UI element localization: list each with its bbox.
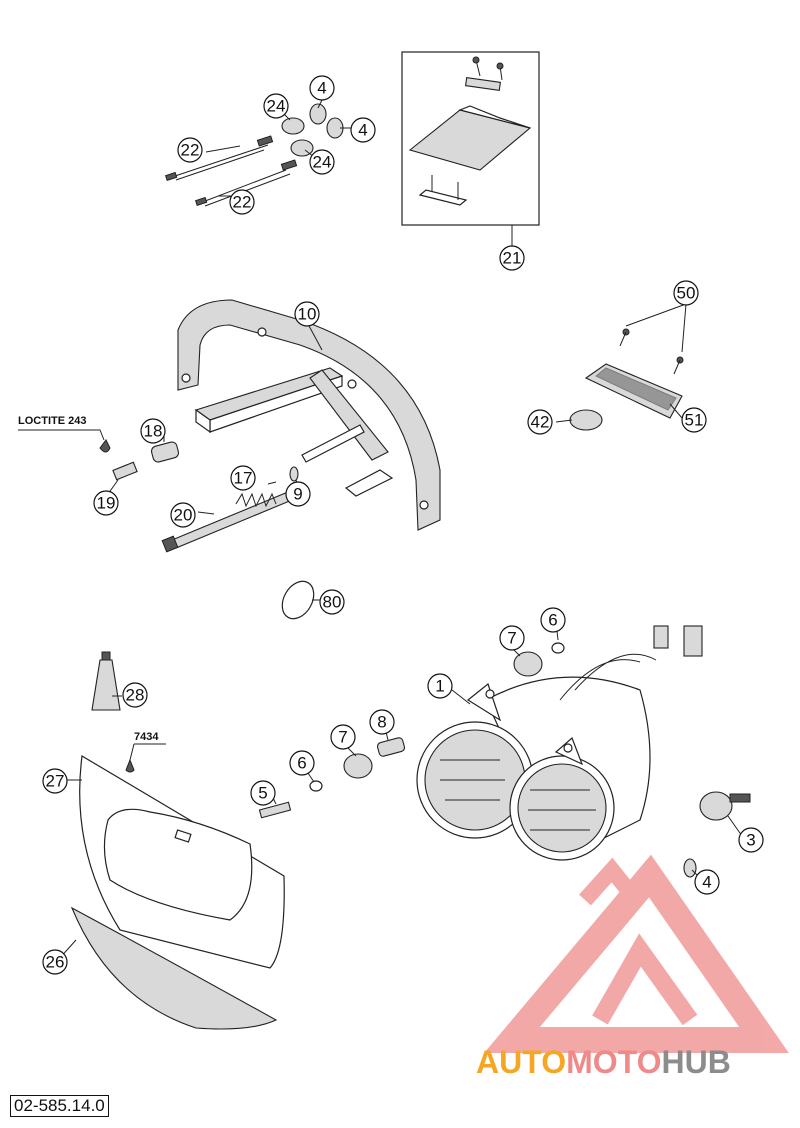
document-code: 02-585.14.0	[10, 1095, 109, 1117]
svg-text:18: 18	[144, 422, 163, 441]
svg-text:5: 5	[258, 784, 267, 803]
watermark-brand: AUTOMOTOHUB	[476, 1044, 731, 1080]
callout-22: 22	[177, 137, 203, 163]
callout-18: 18	[140, 418, 166, 444]
bulb-4a	[309, 103, 327, 125]
svg-text:6: 6	[548, 611, 557, 630]
callout-22: 22	[229, 189, 255, 215]
svg-text:7: 7	[338, 728, 347, 747]
svg-text:20: 20	[174, 506, 193, 525]
svg-text:3: 3	[746, 831, 755, 850]
svg-text:22: 22	[181, 141, 200, 160]
svg-text:8: 8	[377, 713, 386, 732]
svg-text:24: 24	[267, 97, 286, 116]
tail-light-group	[569, 303, 687, 431]
callout-24: 24	[309, 149, 335, 175]
callout-10: 10	[294, 301, 320, 327]
svg-text:19: 19	[97, 494, 116, 513]
callout-6: 6	[289, 750, 315, 776]
callout-3: 3	[738, 827, 764, 853]
svg-text:17: 17	[234, 469, 253, 488]
callout-19: 19	[93, 490, 119, 516]
callout-4: 4	[694, 869, 720, 895]
callout-1: 1	[427, 673, 453, 699]
watermark-triangle-logo	[484, 854, 789, 1053]
callout-7: 7	[330, 724, 356, 750]
headlight-bulbs	[683, 791, 751, 878]
svg-text:1: 1	[435, 677, 444, 696]
grease-tube	[91, 651, 121, 711]
callout-8: 8	[369, 709, 395, 735]
callout-27: 27	[42, 768, 68, 794]
svg-text:42: 42	[531, 413, 550, 432]
svg-text:80: 80	[323, 593, 342, 612]
callout-5: 5	[250, 780, 276, 806]
svg-text:6: 6	[297, 754, 306, 773]
callout-51: 51	[681, 407, 707, 433]
loctite-note: LOCTITE 243	[18, 415, 86, 427]
svg-text:51: 51	[685, 411, 704, 430]
callout-6: 6	[540, 607, 566, 633]
svg-text:7: 7	[507, 629, 516, 648]
callout-17: 17	[230, 465, 256, 491]
svg-text:50: 50	[677, 284, 696, 303]
bolt-spring-group	[161, 466, 299, 553]
headlight-assembly	[416, 625, 703, 861]
callout-21: 20	[170, 502, 196, 528]
svg-text:4: 4	[702, 873, 711, 892]
svg-text:10: 10	[298, 305, 317, 324]
cover-box	[401, 51, 540, 246]
hose-clamp	[281, 580, 315, 620]
callout-7: 7	[499, 625, 525, 651]
svg-text:24: 24	[313, 153, 332, 172]
callout-50: 50	[673, 280, 699, 306]
svg-text:26: 26	[46, 953, 65, 972]
svg-text:28: 28	[126, 686, 145, 705]
callout-4: 4	[350, 117, 376, 143]
callout-26: 26	[42, 949, 68, 975]
svg-text:27: 27	[46, 772, 65, 791]
callout-4: 4	[309, 75, 335, 101]
callout-24: 24	[263, 93, 289, 119]
wiring-bulbs-group	[164, 103, 344, 207]
rubber-mounts	[258, 642, 565, 819]
socket-24a	[281, 117, 305, 135]
callout-42: 42	[527, 409, 553, 435]
fastener-group-left	[18, 429, 180, 481]
callout-80: 80	[319, 589, 345, 615]
code-7434-note: 7434	[134, 731, 159, 743]
callout-9: 9	[285, 481, 311, 507]
svg-text:4: 4	[317, 79, 326, 98]
svg-text:22: 22	[233, 193, 252, 212]
number-plate	[79, 743, 285, 969]
headlight-bracket-frame	[177, 299, 441, 531]
svg-text:21: 21	[503, 249, 522, 268]
callout-28: 28	[122, 682, 148, 708]
svg-text:4: 4	[358, 121, 367, 140]
callout-20: 21	[499, 245, 525, 271]
svg-text:9: 9	[293, 485, 302, 504]
lower-fairing	[70, 906, 278, 1030]
